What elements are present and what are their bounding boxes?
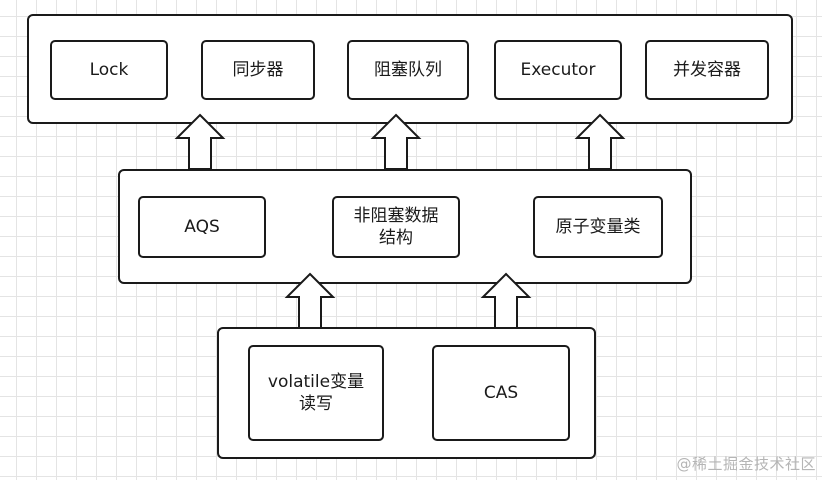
arrow-up-icon	[370, 113, 422, 170]
synchronizer-node: 同步器	[201, 40, 315, 100]
lock-node: Lock	[50, 40, 168, 100]
volatile-read-write-node: volatile变量 读写	[248, 345, 384, 441]
executor-node: Executor	[494, 40, 622, 100]
aqs-node: AQS	[138, 196, 266, 258]
non-blocking-data-structure-node: 非阻塞数据 结构	[332, 196, 460, 258]
cas-node: CAS	[432, 345, 570, 441]
blocking-queue-node: 阻塞队列	[347, 40, 469, 100]
arrow-up-icon	[174, 113, 226, 170]
concurrent-container-node: 并发容器	[645, 40, 769, 100]
atomic-variable-class-node: 原子变量类	[533, 196, 663, 258]
arrow-up-icon	[480, 272, 532, 329]
arrow-up-icon	[574, 113, 626, 170]
watermark-text: @稀土掘金技术社区	[676, 455, 816, 473]
arrow-up-icon	[284, 272, 336, 329]
